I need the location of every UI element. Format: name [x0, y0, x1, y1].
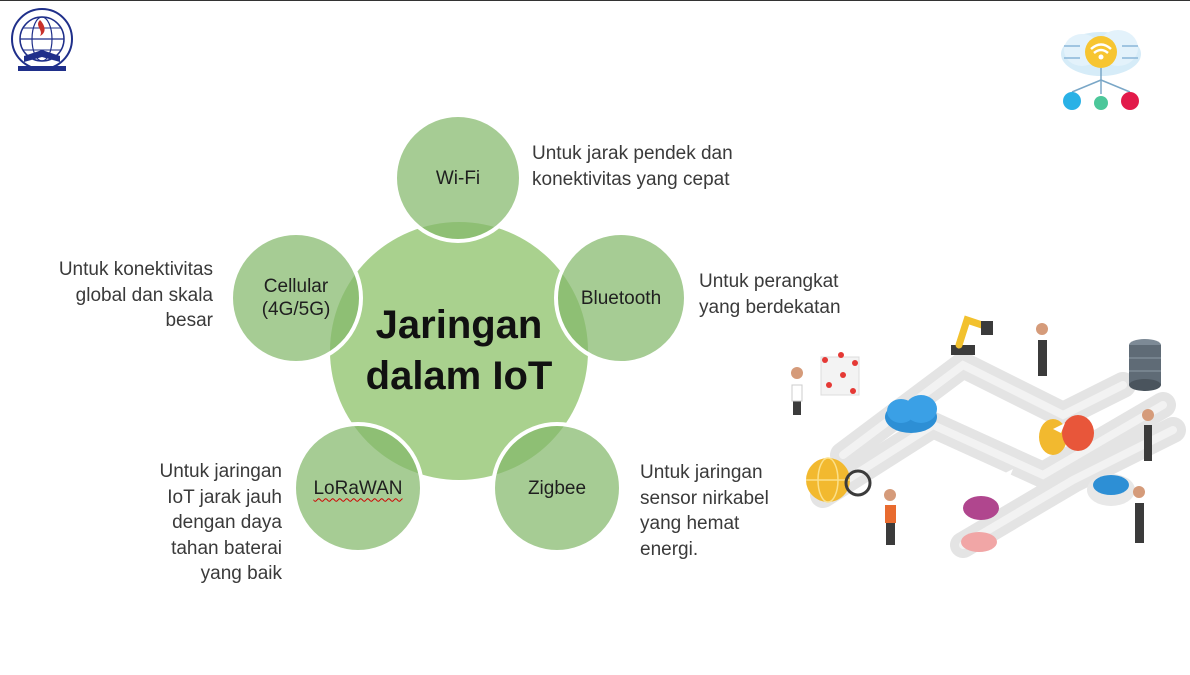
university-logo	[11, 8, 73, 71]
bluetooth-circle: Bluetooth	[554, 231, 688, 365]
lorawan-circle: LoRaWAN	[292, 422, 424, 554]
lorawan-description: Untuk jaringan IoT jarak jauh dengan day…	[159, 461, 282, 584]
iot-isometric-illustration	[791, 315, 1186, 558]
lorawan-label: LoRaWAN	[313, 477, 403, 499]
bluetooth-description: Untuk perangkat yang berdekatan	[699, 271, 841, 318]
cellular-description: Untuk konektivitas global dan skala besa…	[58, 259, 213, 331]
cellular-circle: Cellular (4G/5G)	[229, 231, 363, 365]
wifi-label: Wi-Fi	[435, 167, 481, 189]
iot-wifi-cloud-icon	[1061, 30, 1141, 110]
zigbee-description: Untuk jaringan sensor nirkabel yang hema…	[640, 462, 769, 560]
wifi-description: Untuk jarak pendek dan konektivitas yang…	[532, 143, 733, 190]
top-border-line	[0, 0, 1190, 1]
wifi-circle: Wi-Fi	[393, 113, 523, 243]
cellular-label: Cellular (4G/5G)	[261, 276, 331, 320]
zigbee-label: Zigbee	[527, 477, 587, 499]
bluetooth-label: Bluetooth	[580, 287, 662, 309]
center-title: Jaringan dalam IoT	[365, 303, 553, 398]
zigbee-circle: Zigbee	[491, 422, 623, 554]
